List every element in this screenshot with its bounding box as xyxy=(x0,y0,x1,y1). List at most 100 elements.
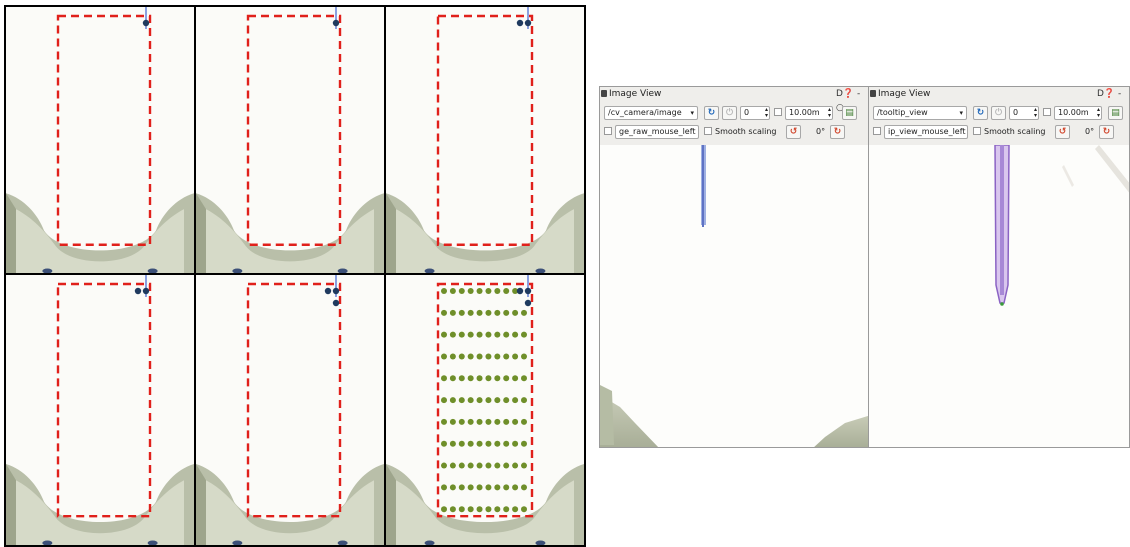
frame-cell-3 xyxy=(384,5,586,275)
mouse-topic-value: ip_view_mouse_left xyxy=(888,127,966,136)
pattern-dot xyxy=(449,331,456,338)
pattern-dot xyxy=(458,484,465,491)
pattern-dot xyxy=(521,418,527,425)
gripper-inner xyxy=(206,480,374,545)
tracked-dot xyxy=(524,19,532,27)
pattern-dot xyxy=(449,484,456,491)
mouse-topic-field[interactable]: ge_raw_mouse_left xyxy=(615,125,699,139)
pattern-dot xyxy=(458,418,465,425)
pattern-dot xyxy=(476,309,483,316)
fixture-nub xyxy=(337,268,348,273)
image-view-window-left[interactable]: Image View D❓ - ○ /cv_camera/image ▾ ↻ ⏻… xyxy=(599,86,870,448)
mouse-publish-checkbox[interactable] xyxy=(873,127,881,135)
frame-cell-1 xyxy=(4,5,196,275)
pattern-dot xyxy=(458,353,465,360)
spin-arrows-icon[interactable]: ▴▾ xyxy=(1033,106,1037,119)
save-image-icon[interactable]: ▤ xyxy=(842,106,857,120)
pattern-dot xyxy=(441,462,447,469)
pattern-dot xyxy=(494,462,501,469)
pattern-dot xyxy=(441,288,447,294)
tracked-dot xyxy=(524,287,532,295)
timeout-spinbox[interactable]: 10.00m ▴▾ xyxy=(1054,106,1102,120)
number-spinbox[interactable]: 0 ▴▾ xyxy=(740,106,770,120)
fixture-nub xyxy=(535,268,546,273)
rotate-right-icon[interactable]: ↻ xyxy=(830,125,845,139)
refresh-icon[interactable]: ↻ xyxy=(704,106,719,120)
pattern-dot xyxy=(485,462,492,469)
window-controls[interactable]: D❓ - ○ xyxy=(836,89,861,113)
pattern-dot xyxy=(503,462,510,469)
scan-boundary xyxy=(246,282,342,518)
window-titlebar[interactable]: Image View D❓ - xyxy=(869,87,1129,101)
pause-icon[interactable]: ⏻ xyxy=(991,106,1006,120)
rotate-left-icon[interactable]: ↺ xyxy=(786,125,801,139)
toolbar-row-2: ip_view_mouse_left Smooth scaling ↺ 0° ↻ xyxy=(873,125,1125,141)
pattern-dot xyxy=(449,309,456,316)
smooth-scaling-checkbox[interactable] xyxy=(704,127,712,135)
image-view-window-right[interactable]: Image View D❓ - /tooltip_view ▾ ↻ ⏻ 0 ▴▾… xyxy=(868,86,1130,448)
pattern-dot xyxy=(503,288,510,294)
spin-arrows-icon[interactable]: ▴▾ xyxy=(764,106,768,119)
pattern-dot xyxy=(503,331,510,338)
gripper-inner xyxy=(16,209,184,273)
pattern-dot xyxy=(467,484,474,491)
camera-viewport[interactable] xyxy=(600,145,869,447)
window-title: Image View xyxy=(609,89,662,99)
window-titlebar[interactable]: Image View D❓ - ○ xyxy=(600,87,869,113)
spin-arrows-icon[interactable]: ▴▾ xyxy=(1096,106,1100,119)
tracked-dot xyxy=(142,287,150,295)
timeout-spinbox[interactable]: 10.00m ▴▾ xyxy=(785,106,833,120)
tooltip-viewport[interactable] xyxy=(869,145,1129,447)
topic-select[interactable]: /cv_camera/image ▾ xyxy=(604,106,698,120)
pattern-dot xyxy=(476,462,483,469)
pattern-dot xyxy=(512,397,519,404)
toolbar-row-1: /cv_camera/image ▾ ↻ ⏻ 0 ▴▾ 10.00m ▴▾ ▤ xyxy=(604,106,865,122)
topic-select[interactable]: /tooltip_view ▾ xyxy=(873,106,967,120)
tracked-dot xyxy=(332,287,340,295)
rotate-left-icon[interactable]: ↺ xyxy=(1055,125,1070,139)
frame-cell-5 xyxy=(194,273,386,547)
pattern-dot xyxy=(512,288,519,294)
pattern-dot xyxy=(494,375,501,382)
timeout-spinbox-value: 10.00m xyxy=(789,108,820,117)
pattern-dot xyxy=(494,288,501,294)
pattern-dot xyxy=(521,397,527,404)
pattern-dot xyxy=(476,397,483,404)
pattern-dot xyxy=(503,397,510,404)
pattern-dot xyxy=(476,440,483,447)
mouse-publish-checkbox[interactable] xyxy=(604,127,612,135)
pause-icon[interactable]: ⏻ xyxy=(722,106,737,120)
pattern-dot xyxy=(476,375,483,382)
pattern-dot xyxy=(494,353,501,360)
pattern-dot xyxy=(512,462,519,469)
gripper-left-shadow xyxy=(6,464,16,545)
timeout-checkbox[interactable] xyxy=(774,108,782,116)
pattern-dot xyxy=(441,331,447,338)
pattern-dot xyxy=(494,309,501,316)
window-icon xyxy=(870,90,876,97)
save-image-icon[interactable]: ▤ xyxy=(1108,106,1123,120)
smooth-scaling-label: Smooth scaling xyxy=(715,127,777,136)
pattern-dot xyxy=(449,418,456,425)
timeout-checkbox[interactable] xyxy=(1043,108,1051,116)
pattern-dot xyxy=(494,506,501,513)
window-controls[interactable]: D❓ - xyxy=(1097,89,1122,99)
mouse-topic-field[interactable]: ip_view_mouse_left xyxy=(884,125,968,139)
frame-cell-4 xyxy=(4,273,196,547)
spin-arrows-icon[interactable]: ▴▾ xyxy=(827,106,831,119)
pattern-dot xyxy=(512,375,519,382)
pattern-dot xyxy=(521,309,527,316)
pattern-dot xyxy=(441,484,447,491)
rotate-right-icon[interactable]: ↻ xyxy=(1099,125,1114,139)
gripper-inner xyxy=(396,209,574,273)
number-spinbox[interactable]: 0 ▴▾ xyxy=(1009,106,1039,120)
pattern-dot xyxy=(485,397,492,404)
pattern-dot xyxy=(521,506,527,513)
pattern-dot xyxy=(494,397,501,404)
smooth-scaling-checkbox[interactable] xyxy=(973,127,981,135)
pattern-dot xyxy=(485,288,492,294)
frame-cell-6 xyxy=(384,273,586,547)
scan-boundary xyxy=(56,14,152,246)
tracked-dot xyxy=(524,299,532,307)
refresh-icon[interactable]: ↻ xyxy=(973,106,988,120)
